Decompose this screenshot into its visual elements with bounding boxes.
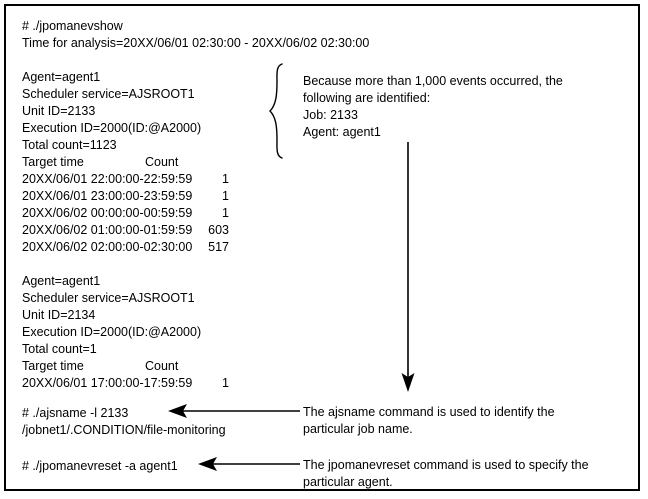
target-time-value: 20XX/06/01 22:00:00-22:59:59: [22, 172, 193, 186]
target-time-value: 20XX/06/02 00:00:00-00:59:59: [22, 206, 193, 220]
annotation-events-agent: Agent: agent1: [303, 125, 381, 139]
table-row: 20XX/06/02 01:00:00-01:59:59 603: [22, 222, 232, 239]
block-2-table-header: Target time Count: [22, 358, 232, 375]
block-1-table-header: Target time Count: [22, 154, 232, 171]
target-time-value: 20XX/06/01 17:00:00-17:59:59: [22, 376, 193, 390]
block-1-unit-id: Unit ID=2133: [22, 104, 96, 118]
annotation-ajsname-line-2: particular job name.: [303, 422, 413, 436]
block-1-total-count: Total count=1123: [22, 138, 117, 152]
count-value: 603: [208, 223, 229, 237]
diagram-border: [4, 4, 640, 491]
console-command-ajsname: # ./ajsname -l 2133: [22, 406, 129, 420]
annotation-ajsname-line-1: The ajsname command is used to identify …: [303, 405, 555, 419]
table-row: 20XX/06/01 22:00:00-22:59:59 1: [22, 171, 232, 188]
target-time-value: 20XX/06/01 23:00:00-23:59:59: [22, 189, 193, 203]
block-2-agent: Agent=agent1: [22, 274, 101, 288]
count-value: 1: [222, 189, 229, 203]
block-1-scheduler-service: Scheduler service=AJSROOT1: [22, 87, 195, 101]
block-1-execution-id: Execution ID=2000(ID:@A2000): [22, 121, 202, 135]
block-2-execution-id: Execution ID=2000(ID:@A2000): [22, 325, 202, 339]
console-output-jobnet-path: /jobnet1/.CONDITION/file-monitoring: [22, 423, 226, 437]
count-value: 517: [208, 240, 229, 254]
block-1-header-count: Count: [145, 155, 179, 169]
console-time-range: Time for analysis=20XX/06/01 02:30:00 - …: [22, 36, 370, 50]
block-2-scheduler-service: Scheduler service=AJSROOT1: [22, 291, 195, 305]
block-1-agent: Agent=agent1: [22, 70, 101, 84]
table-row: 20XX/06/02 00:00:00-00:59:59 1: [22, 205, 232, 222]
annotation-events-line-1: Because more than 1,000 events occurred,…: [303, 74, 563, 88]
block-2-header-target-time: Target time: [22, 359, 84, 373]
annotation-jpomanevreset-line-1: The jpomanevreset command is used to spe…: [303, 458, 589, 472]
count-value: 1: [222, 172, 229, 186]
count-value: 1: [222, 206, 229, 220]
annotation-jpomanevreset-line-2: particular agent.: [303, 475, 393, 489]
console-command-jpomanevreset: # ./jpomanevreset -a agent1: [22, 459, 178, 473]
annotation-events-line-2: following are identified:: [303, 91, 431, 105]
target-time-value: 20XX/06/02 02:00:00-02:30:00: [22, 240, 193, 254]
console-command-jpomanevshow: # ./jpomanevshow: [22, 19, 123, 33]
count-value: 1: [222, 376, 229, 390]
block-1-header-target-time: Target time: [22, 155, 84, 169]
block-2-total-count: Total count=1: [22, 342, 97, 356]
block-2-header-count: Count: [145, 359, 179, 373]
annotation-events-job: Job: 2133: [303, 108, 358, 122]
table-row: 20XX/06/02 02:00:00-02:30:00 517: [22, 239, 232, 256]
block-2-unit-id: Unit ID=2134: [22, 308, 96, 322]
table-row: 20XX/06/01 17:00:00-17:59:59 1: [22, 375, 232, 392]
target-time-value: 20XX/06/02 01:00:00-01:59:59: [22, 223, 193, 237]
table-row: 20XX/06/01 23:00:00-23:59:59 1: [22, 188, 232, 205]
